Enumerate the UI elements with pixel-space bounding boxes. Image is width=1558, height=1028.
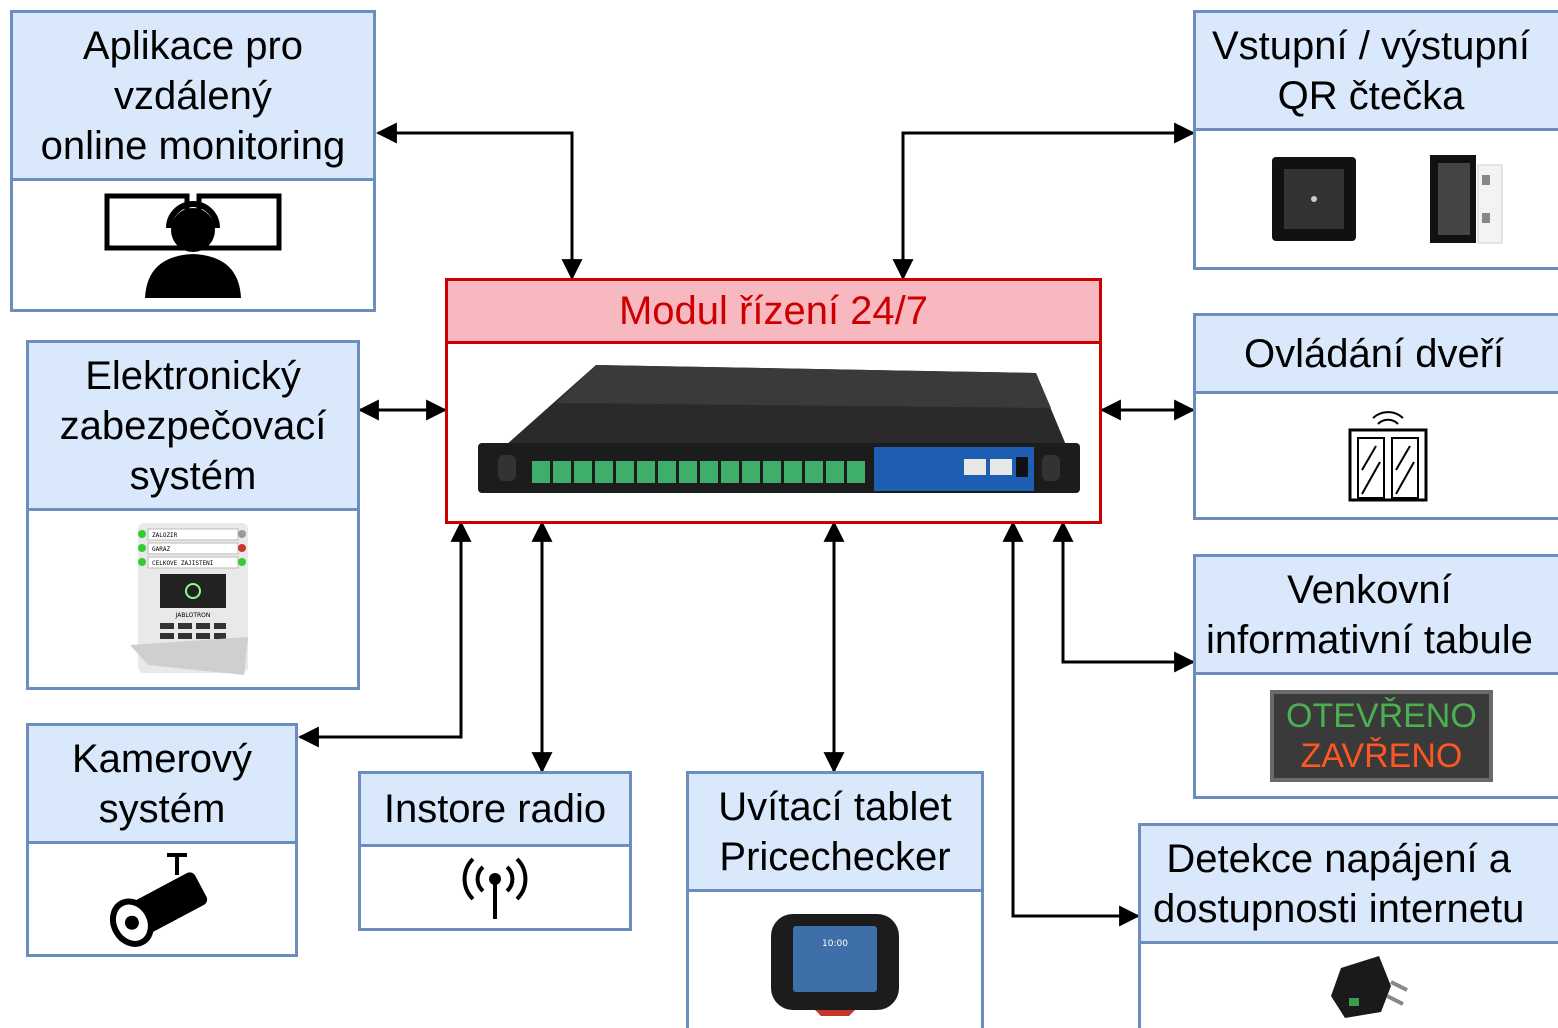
node-monitoring-title: Aplikace pro vzdálený online monitoring <box>13 13 373 181</box>
terminal-block <box>700 461 718 483</box>
node-sign-title: Venkovní informativní tabule <box>1196 557 1558 675</box>
node-doors-title: Ovládání dveří <box>1196 316 1558 394</box>
terminal-block <box>637 461 655 483</box>
node-camera: Kamerový systém <box>26 723 298 957</box>
terminal-block <box>805 461 823 483</box>
arrow-qr <box>892 122 1196 281</box>
node-doors: Ovládání dveří <box>1193 313 1558 520</box>
node-power: Detekce napájení a dostupnosti internetu <box>1138 823 1558 1028</box>
node-tablet-title: Uvítací tablet Pricechecker <box>689 774 981 892</box>
terminal-block <box>553 461 571 483</box>
arrow-power <box>1002 520 1141 927</box>
power-adapter-icon <box>1331 956 1408 1018</box>
rack-unit-icon <box>476 363 1082 503</box>
terminal-block <box>658 461 676 483</box>
terminal-block <box>847 461 865 483</box>
node-camera-title: Kamerový systém <box>29 726 295 844</box>
node-alarm-title: Elektronický zabezpečovací systém <box>29 343 357 511</box>
node-tablet: Uvítací tablet Pricechecker 10:00 <box>686 771 984 1028</box>
node-radio-title: Instore radio <box>361 774 629 847</box>
svg-text:GARAZ: GARAZ <box>152 546 170 553</box>
node-alarm: Elektronický zabezpečovací systém ZALOZI… <box>26 340 360 690</box>
alarm-keypad-icon: ZALOZIR GARAZ CELKOVE ZAJISTENI JABLOTRO… <box>130 523 248 675</box>
svg-text:CELKOVE ZAJISTENI: CELKOVE ZAJISTENI <box>152 560 214 567</box>
qr-reader-icon <box>1272 157 1356 241</box>
terminal-block <box>679 461 697 483</box>
terminal-block <box>721 461 739 483</box>
node-power-title: Detekce napájení a dostupnosti internetu <box>1141 826 1558 944</box>
sign-open-text: OTEVŘENO <box>1286 696 1477 735</box>
terminal-block <box>532 461 550 483</box>
led-sign-icon: OTEVŘENO ZAVŘENO <box>1270 689 1493 782</box>
node-monitoring: Aplikace pro vzdálený online monitoring <box>10 10 376 312</box>
qr-reader-side-icon <box>1430 155 1503 244</box>
svg-text:ZALOZIR: ZALOZIR <box>152 532 178 539</box>
svg-text:10:00: 10:00 <box>822 939 848 949</box>
arrow-monitoring <box>375 122 583 281</box>
automatic-door-icon <box>1348 410 1428 501</box>
sign-closed-text: ZAVŘENO <box>1300 736 1463 775</box>
terminal-block <box>574 461 592 483</box>
terminal-block <box>784 461 802 483</box>
node-radio: Instore radio <box>358 771 632 931</box>
terminal-block <box>826 461 844 483</box>
svg-text:JABLOTRON: JABLOTRON <box>175 612 211 619</box>
terminal-block <box>616 461 634 483</box>
operator-monitors-icon <box>104 193 282 298</box>
security-camera-icon <box>109 853 208 947</box>
radio-antenna-icon <box>462 857 528 919</box>
terminal-block <box>763 461 781 483</box>
node-qr-title: Vstupní / výstupní QR čtečka <box>1196 13 1558 131</box>
arrow-camera <box>297 520 472 748</box>
terminal-block <box>742 461 760 483</box>
node-sign: Venkovní informativní tabule OTEVŘENO ZA… <box>1193 554 1558 799</box>
hub-box: Modul řízení 24/7 <box>445 278 1102 524</box>
node-qr: Vstupní / výstupní QR čtečka <box>1193 10 1558 270</box>
hub-title: Modul řízení 24/7 <box>448 281 1099 344</box>
tablet-device-icon: 10:00 <box>771 914 899 1016</box>
terminal-block <box>595 461 613 483</box>
arrow-sign <box>1052 520 1196 673</box>
